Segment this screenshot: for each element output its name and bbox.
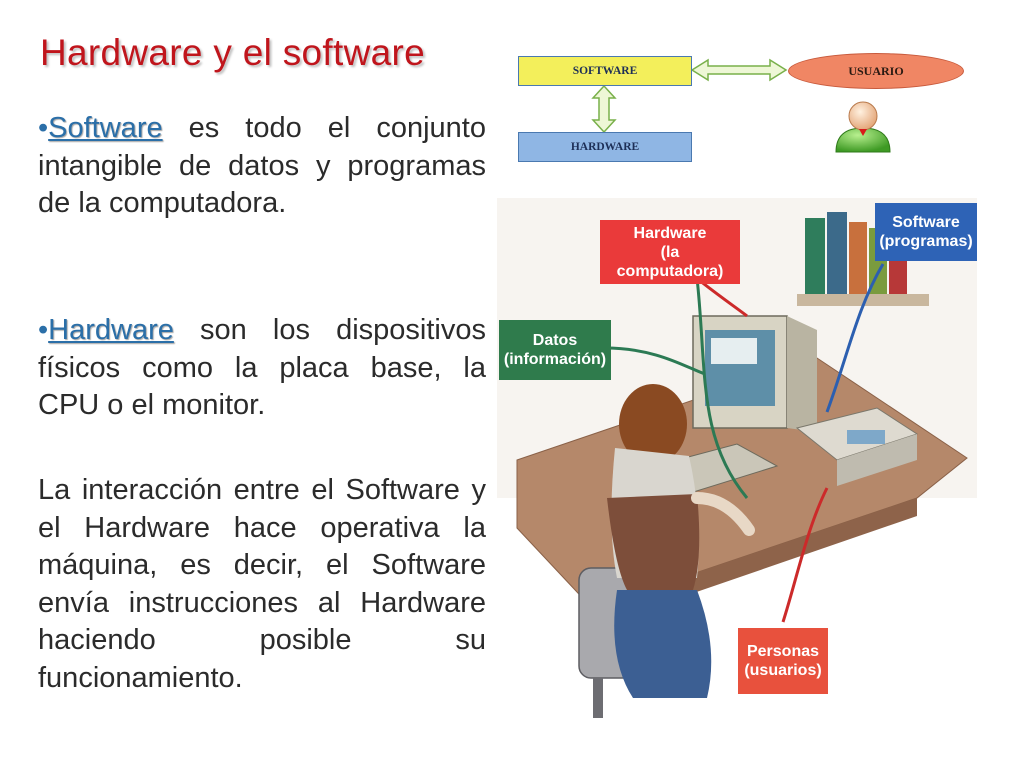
hardware-term: Hardware bbox=[48, 314, 174, 346]
hardware-definition: •Hardware son los dispositivos físicos c… bbox=[38, 312, 486, 425]
software-box: SOFTWARE bbox=[518, 56, 692, 86]
datos-label-subtitle: (información) bbox=[503, 351, 607, 368]
software-definition: •Software es todo el conjunto intangible… bbox=[38, 110, 486, 223]
computer-system-illustration: Hardware (la computadora) Software (prog… bbox=[497, 198, 977, 722]
diagram-arrows bbox=[591, 58, 788, 134]
hardware-label: Hardware (la computadora) bbox=[600, 220, 740, 284]
hardware-label-title: Hardware bbox=[633, 224, 707, 242]
office-scene bbox=[497, 198, 977, 722]
personas-label-subtitle: (usuarios) bbox=[744, 662, 822, 679]
slide-title: Hardware y el software bbox=[40, 32, 425, 73]
software-hardware-user-diagram: SOFTWARE HARDWARE USUARIO bbox=[512, 48, 972, 168]
datos-label-title: Datos bbox=[532, 332, 578, 349]
user-figure bbox=[607, 384, 755, 698]
software-label-title: Software bbox=[892, 214, 960, 231]
hardware-label-subtitle: (la computadora) bbox=[616, 243, 724, 280]
datos-label: Datos (información) bbox=[499, 320, 611, 380]
usuario-oval: USUARIO bbox=[788, 53, 964, 89]
software-term: Software bbox=[48, 112, 163, 144]
software-definition-text: es todo el conjunto intangible de datos … bbox=[38, 112, 486, 219]
hardware-definition-text: son los dispositivos físicos como la pla… bbox=[38, 314, 486, 421]
personas-label: Personas (usuarios) bbox=[738, 628, 828, 694]
personas-label-title: Personas bbox=[746, 643, 820, 660]
bullet: • bbox=[38, 314, 49, 346]
user-icon bbox=[835, 101, 891, 153]
interaction-paragraph: La interacción entre el Software y el Ha… bbox=[38, 474, 486, 694]
hardware-box: HARDWARE bbox=[518, 132, 692, 162]
bullet: • bbox=[38, 112, 49, 144]
software-label-subtitle: (programas) bbox=[879, 233, 973, 250]
software-label: Software (programas) bbox=[875, 203, 977, 261]
